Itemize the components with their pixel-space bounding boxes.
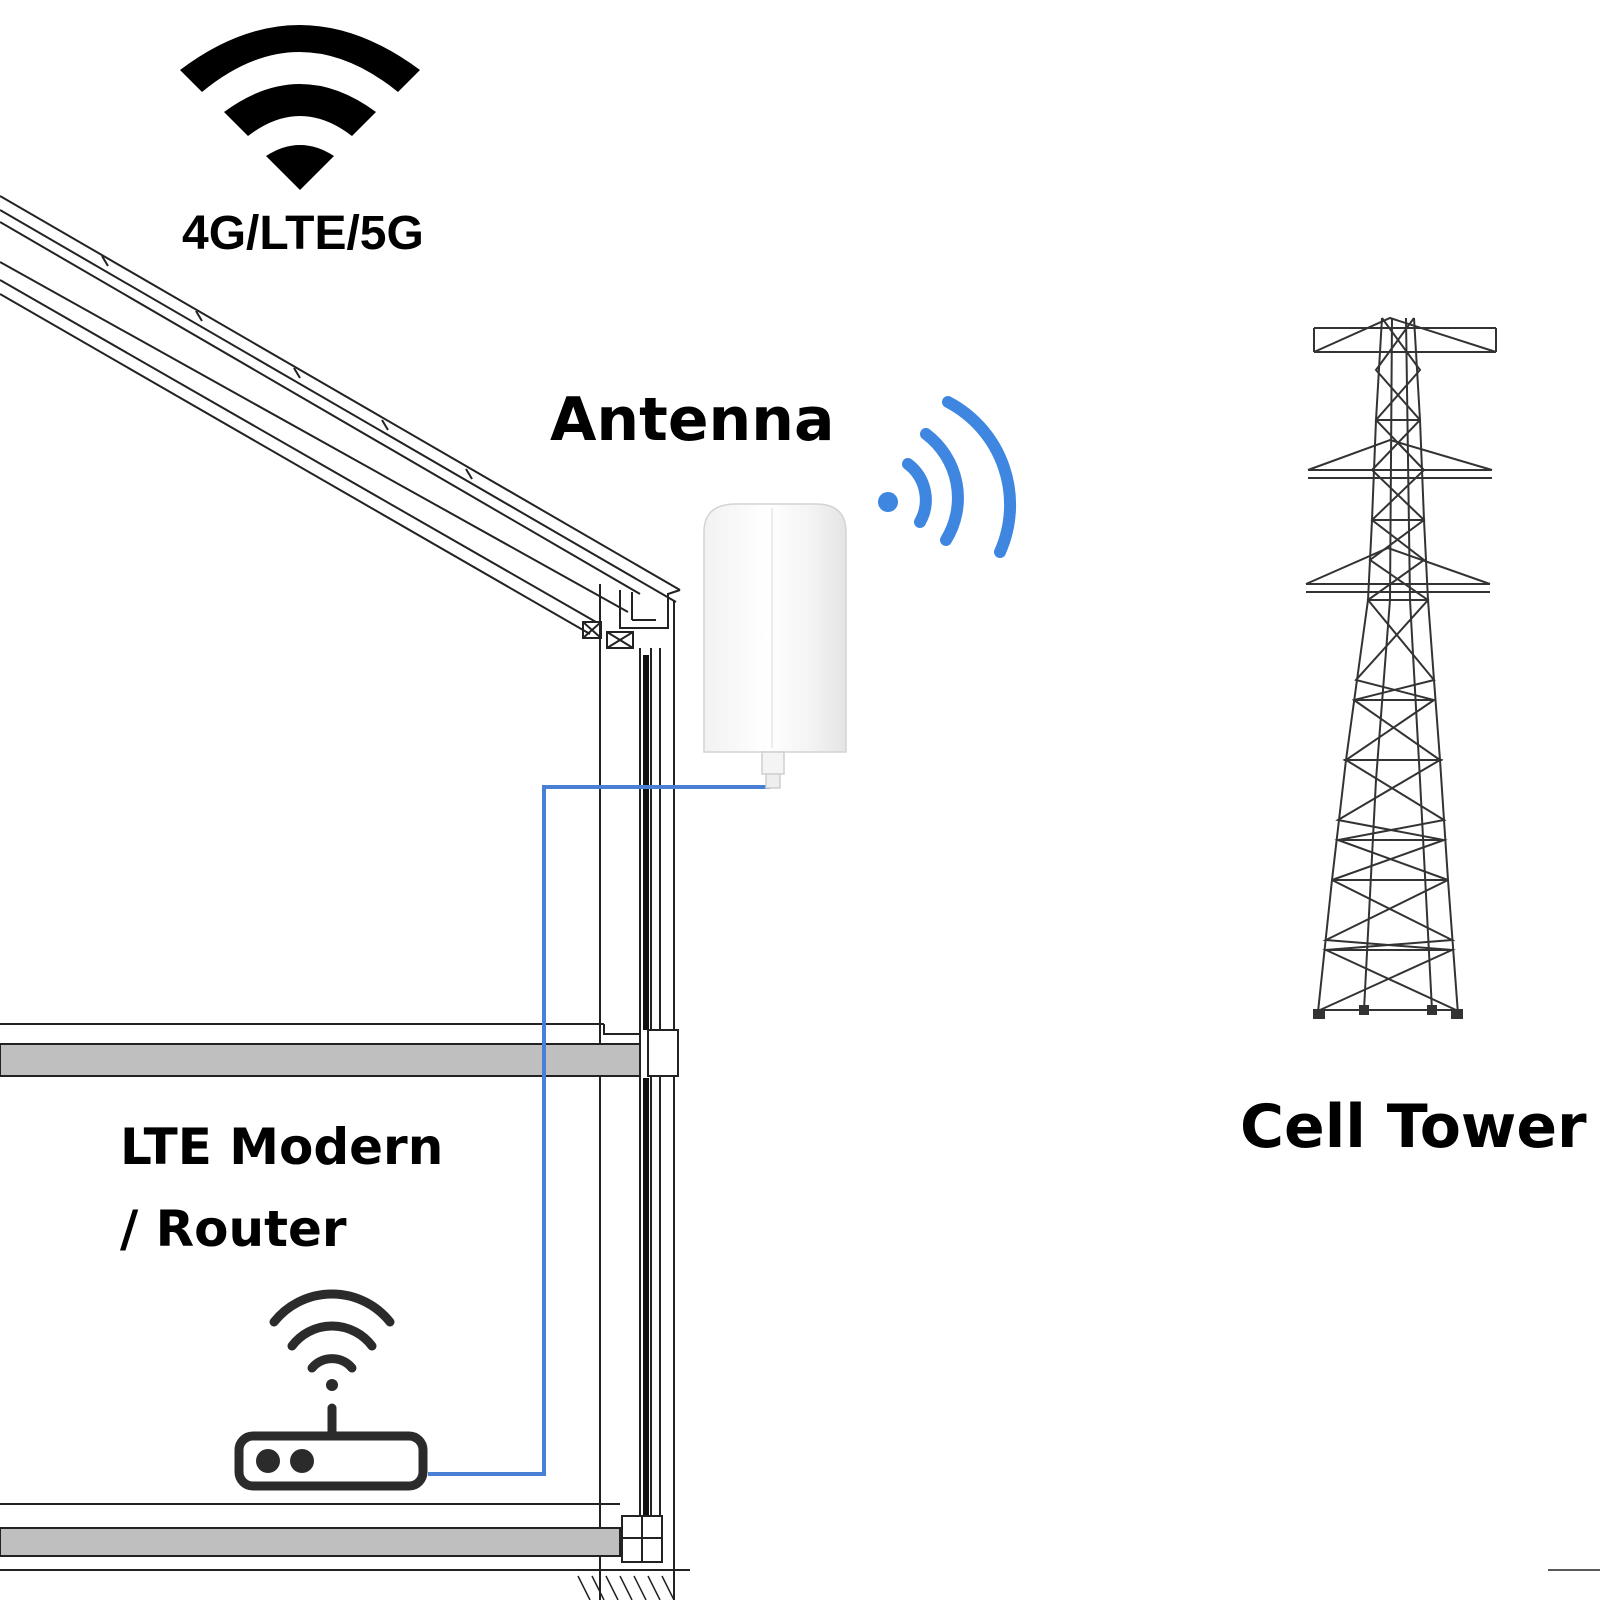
cell-tower-label: Cell Tower xyxy=(1240,1092,1587,1162)
router-label-line1: LTE Modern xyxy=(120,1118,444,1176)
antenna-unit xyxy=(703,503,847,789)
lattice-tower-icon xyxy=(1305,316,1497,1019)
signal-type-label: 4G/LTE/5G xyxy=(182,207,424,260)
signal-waves-icon xyxy=(878,396,1017,558)
router-label-line2: / Router xyxy=(120,1200,347,1258)
router-icon xyxy=(234,1289,428,1491)
floor-slabs xyxy=(0,1023,1600,1601)
house-roof xyxy=(0,195,681,649)
antenna-cable xyxy=(428,785,770,1476)
wifi-icon xyxy=(180,25,420,190)
antenna-label: Antenna xyxy=(550,385,835,455)
house-wall xyxy=(599,584,675,1600)
